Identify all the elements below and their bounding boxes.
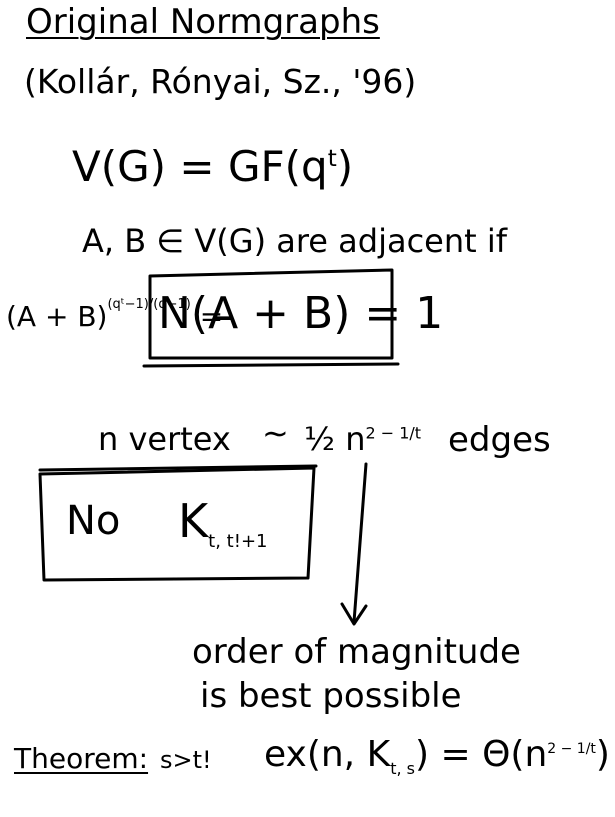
vertex-set-text: V(G) = GF(q xyxy=(72,142,328,191)
extremal-number-lhs: ex(n, K xyxy=(264,734,391,775)
theorem-label: Theorem: xyxy=(14,742,149,775)
edge-count: ½ n2 − 1/t xyxy=(304,420,421,458)
no-label: No xyxy=(66,498,121,544)
vertex-set-definition: V(G) = GF(qt) xyxy=(72,142,353,191)
theta-exponent: 2 − 1/t xyxy=(547,741,596,757)
vertex-set-close: ) xyxy=(336,142,354,191)
forbidden-box-top xyxy=(38,464,318,472)
page-title: Original Normgraphs xyxy=(26,2,380,42)
forbidden-subgraph: Kt, t!+1 xyxy=(178,494,267,552)
edge-exponent: 2 − 1/t xyxy=(365,423,422,443)
vertex-set-exponent: t xyxy=(327,146,337,172)
vertex-count: n vertex xyxy=(98,420,231,458)
equivalent-lhs: (A + B) xyxy=(6,300,108,333)
equivalent-equals: = xyxy=(199,300,224,333)
norm-box-underline xyxy=(142,362,400,368)
extremal-equals-theta: ) = Θ(n xyxy=(414,734,548,775)
theorem-statement: ex(n, Kt, s) = Θ(n2 − 1/t) xyxy=(264,734,610,778)
approx-symbol: ∼ xyxy=(262,414,289,452)
norm-box xyxy=(148,268,394,360)
complete-bipartite-subscript: t, t!+1 xyxy=(208,531,268,553)
authors-line: (Kollár, Rónyai, Sz., '96) xyxy=(24,62,417,101)
forbidden-box xyxy=(38,466,316,582)
remark-line-1: order of magnitude xyxy=(192,632,521,672)
adjacency-statement: A, B ∈ V(G) are adjacent if xyxy=(82,222,508,260)
norm-condition: N(A + B) = 1 xyxy=(158,288,444,339)
theorem-condition: s>t! xyxy=(160,746,212,774)
extremal-subscript: t, s xyxy=(390,759,415,779)
arrow-shaft xyxy=(352,462,368,624)
remark-line-2: is best possible xyxy=(200,676,462,716)
edge-coefficient: ½ n xyxy=(304,420,366,458)
equivalent-condition: (A + B)(qᵗ−1)/(q−1) = xyxy=(6,297,224,333)
edges-word: edges xyxy=(448,420,551,460)
arrow-head xyxy=(340,602,368,626)
complete-bipartite-symbol: K xyxy=(178,494,209,548)
theta-close: ) xyxy=(595,734,610,775)
